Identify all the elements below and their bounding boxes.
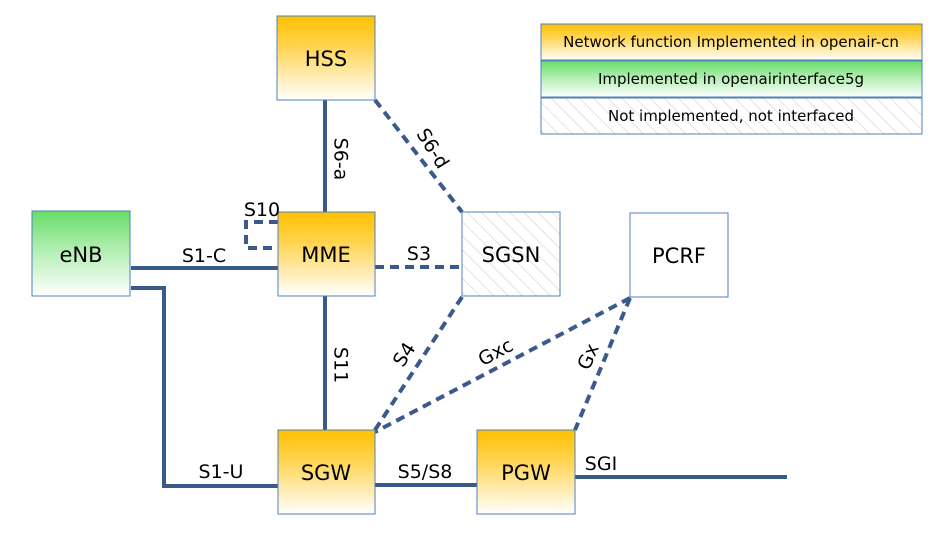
legend-not-impl-label: Not implemented, not interfaced: [608, 107, 854, 125]
label-s1u: S1-U: [199, 461, 244, 483]
label-gxc: Gxc: [475, 334, 517, 370]
label-s10: S10: [244, 199, 280, 221]
link-gxc: [374, 296, 631, 434]
node-hss: HSS: [276, 15, 376, 101]
link-gx: [573, 297, 632, 431]
link-s1u: [131, 286, 278, 488]
label-s5s8: S5/S8: [398, 461, 453, 483]
node-sgw-label: SGW: [301, 461, 352, 485]
link-s6d: [373, 98, 464, 214]
label-s3: S3: [407, 243, 431, 265]
link-s10: [244, 220, 278, 250]
node-sgsn: SGSN: [461, 211, 561, 297]
label-s6d: S6-d: [412, 125, 453, 173]
node-enb-label: eNB: [59, 243, 102, 267]
link-s4: [373, 295, 464, 432]
node-pcrf-label: PCRF: [652, 244, 706, 268]
legend-oai5g-label: Implemented in openairinterface5g: [598, 70, 864, 88]
node-pgw: PGW: [476, 429, 576, 515]
legend-oai5g-swatch: [540, 60, 923, 98]
node-hss-label: HSS: [305, 47, 347, 71]
label-s6a: S6-a: [330, 138, 352, 181]
legend-not-impl-swatch: [540, 97, 923, 135]
label-s11: S11: [330, 347, 352, 383]
node-pcrf: PCRF: [629, 212, 729, 298]
label-sgi: SGI: [585, 453, 617, 475]
node-sgw: SGW: [277, 429, 376, 515]
legend-openair-cn-label: Network function Implemented in openair-…: [563, 33, 899, 51]
node-mme-label: MME: [301, 243, 351, 267]
label-s1c: S1-C: [182, 245, 226, 267]
legend: Network function Implemented in openair-…: [540, 23, 923, 135]
legend-openair-cn-swatch: [540, 23, 923, 61]
node-sgsn-label: SGSN: [482, 243, 541, 267]
node-pgw-label: PGW: [501, 461, 551, 485]
node-enb: eNB: [31, 210, 131, 297]
node-mme: MME: [277, 211, 376, 297]
